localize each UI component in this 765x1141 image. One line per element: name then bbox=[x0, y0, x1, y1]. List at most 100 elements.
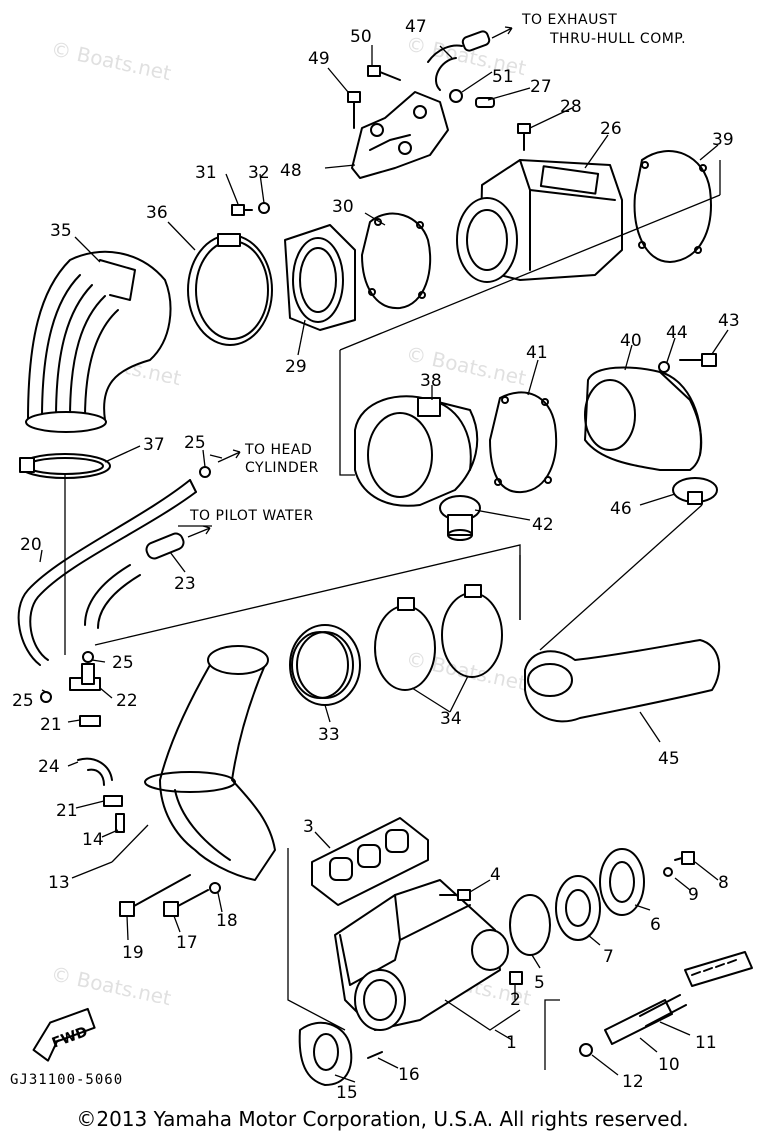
part-clip-25 bbox=[199, 466, 211, 478]
watermark: © Boats.net bbox=[49, 961, 173, 1010]
callout: 29 bbox=[285, 357, 307, 377]
callout: 16 bbox=[398, 1065, 420, 1085]
part-fitting-14 bbox=[115, 813, 125, 833]
callout: 5 bbox=[534, 973, 545, 993]
part-muffler-26 bbox=[456, 159, 623, 283]
copyright-notice: ©2013 Yamaha Motor Corporation, U.S.A. A… bbox=[76, 1107, 689, 1131]
callout: 11 bbox=[695, 1033, 717, 1053]
callout: 48 bbox=[280, 161, 302, 181]
callout: 14 bbox=[82, 830, 104, 850]
callout: 21 bbox=[40, 715, 62, 735]
part-gasket-41 bbox=[489, 391, 557, 494]
callout: 24 bbox=[38, 757, 60, 777]
note-exhaust-2: THRU-HULL COMP. bbox=[549, 31, 686, 47]
part-clip-25c bbox=[82, 651, 94, 663]
callout: 2 bbox=[510, 990, 521, 1010]
callout: 7 bbox=[603, 947, 614, 967]
part-gasket-3 bbox=[311, 817, 429, 906]
callout: 31 bbox=[195, 163, 217, 183]
callout: 19 bbox=[122, 943, 144, 963]
callout: 9 bbox=[688, 885, 699, 905]
part-bolt-4 bbox=[439, 889, 471, 901]
part-washer-9 bbox=[663, 867, 673, 877]
callout: 21 bbox=[56, 801, 78, 821]
callout: 28 bbox=[560, 97, 582, 117]
callout: 22 bbox=[116, 691, 138, 711]
callout: 15 bbox=[336, 1083, 358, 1103]
part-clamps-34 bbox=[374, 584, 503, 691]
callout: 26 bbox=[600, 119, 622, 139]
callout: 32 bbox=[248, 163, 270, 183]
part-flange-29 bbox=[284, 224, 356, 331]
callout: 38 bbox=[420, 371, 442, 391]
part-manifold-1 bbox=[334, 879, 509, 1031]
part-joint-40 bbox=[584, 366, 703, 471]
routing-notes: TO EXHAUST THRU-HULL COMP. TO HEAD CYLIN… bbox=[187, 12, 686, 538]
callout: 49 bbox=[308, 49, 330, 69]
part-bolt-28 bbox=[517, 123, 531, 151]
callout: 17 bbox=[176, 933, 198, 953]
callout: 46 bbox=[610, 499, 632, 519]
part-plate-6 bbox=[599, 848, 645, 916]
callout: 41 bbox=[526, 343, 548, 363]
part-connector-42 bbox=[439, 495, 481, 541]
part-plug-2 bbox=[509, 971, 523, 985]
part-hose-47 bbox=[427, 30, 491, 91]
callout: 47 bbox=[405, 17, 427, 37]
leader-lines bbox=[39, 45, 729, 1083]
part-gasket-7 bbox=[555, 875, 601, 941]
part-bracket-48 bbox=[351, 91, 449, 179]
fwd-arrow-icon: FWD bbox=[32, 1007, 96, 1062]
watermark: © Boats.net bbox=[49, 36, 173, 85]
part-gasket-30 bbox=[361, 212, 432, 310]
part-gasket-15 bbox=[298, 1021, 353, 1086]
callout: 36 bbox=[146, 203, 168, 223]
callout: 40 bbox=[620, 331, 642, 351]
part-band-33 bbox=[289, 624, 361, 706]
callout: 20 bbox=[20, 535, 42, 555]
callout: 27 bbox=[530, 77, 552, 97]
callout: 13 bbox=[48, 873, 70, 893]
part-clamp-21 bbox=[79, 715, 101, 727]
callout: 18 bbox=[216, 911, 238, 931]
part-clamp-37 bbox=[19, 453, 111, 479]
part-clamp-46 bbox=[672, 477, 718, 505]
part-gasket-39 bbox=[633, 150, 712, 263]
part-nipple-27 bbox=[475, 97, 495, 108]
callout: 3 bbox=[303, 817, 314, 837]
part-fitting-22 bbox=[69, 663, 101, 691]
part-elbow-35 bbox=[25, 250, 172, 433]
callout: 30 bbox=[332, 197, 354, 217]
callout: 50 bbox=[350, 27, 372, 47]
part-bolt-31 bbox=[231, 204, 253, 216]
part-joint-38 bbox=[354, 395, 479, 507]
note-head-2: CYLINDER bbox=[245, 460, 319, 476]
callout: 34 bbox=[440, 709, 462, 729]
part-bolt-49 bbox=[347, 91, 361, 129]
callout: 6 bbox=[650, 915, 661, 935]
callout: 51 bbox=[492, 67, 514, 87]
part-bolt-43 bbox=[679, 353, 717, 367]
callout: 10 bbox=[658, 1055, 680, 1075]
callout: 12 bbox=[622, 1072, 644, 1092]
callout: 37 bbox=[143, 435, 165, 455]
callout: 23 bbox=[174, 574, 196, 594]
part-bolt-8 bbox=[674, 851, 695, 865]
note-exhaust: TO EXHAUST bbox=[521, 12, 617, 28]
watermark: © Boats.net bbox=[404, 646, 528, 695]
part-washer-32 bbox=[258, 202, 270, 214]
part-stud-16 bbox=[367, 1051, 383, 1059]
part-bolt-19 bbox=[119, 874, 191, 917]
part-callouts: 1 2 3 4 5 6 7 8 9 10 11 12 13 14 15 16 1… bbox=[12, 17, 740, 1103]
callout: 8 bbox=[718, 873, 729, 893]
note-pilot: TO PILOT WATER bbox=[189, 508, 314, 524]
callout: 25 bbox=[12, 691, 34, 711]
callout: 1 bbox=[506, 1033, 517, 1053]
callout: 45 bbox=[658, 749, 680, 769]
callout: 39 bbox=[712, 130, 734, 150]
part-hose-20b bbox=[84, 564, 141, 629]
part-hose-20 bbox=[17, 479, 197, 666]
part-hose-24 bbox=[77, 757, 113, 786]
part-washer-18 bbox=[209, 882, 221, 894]
